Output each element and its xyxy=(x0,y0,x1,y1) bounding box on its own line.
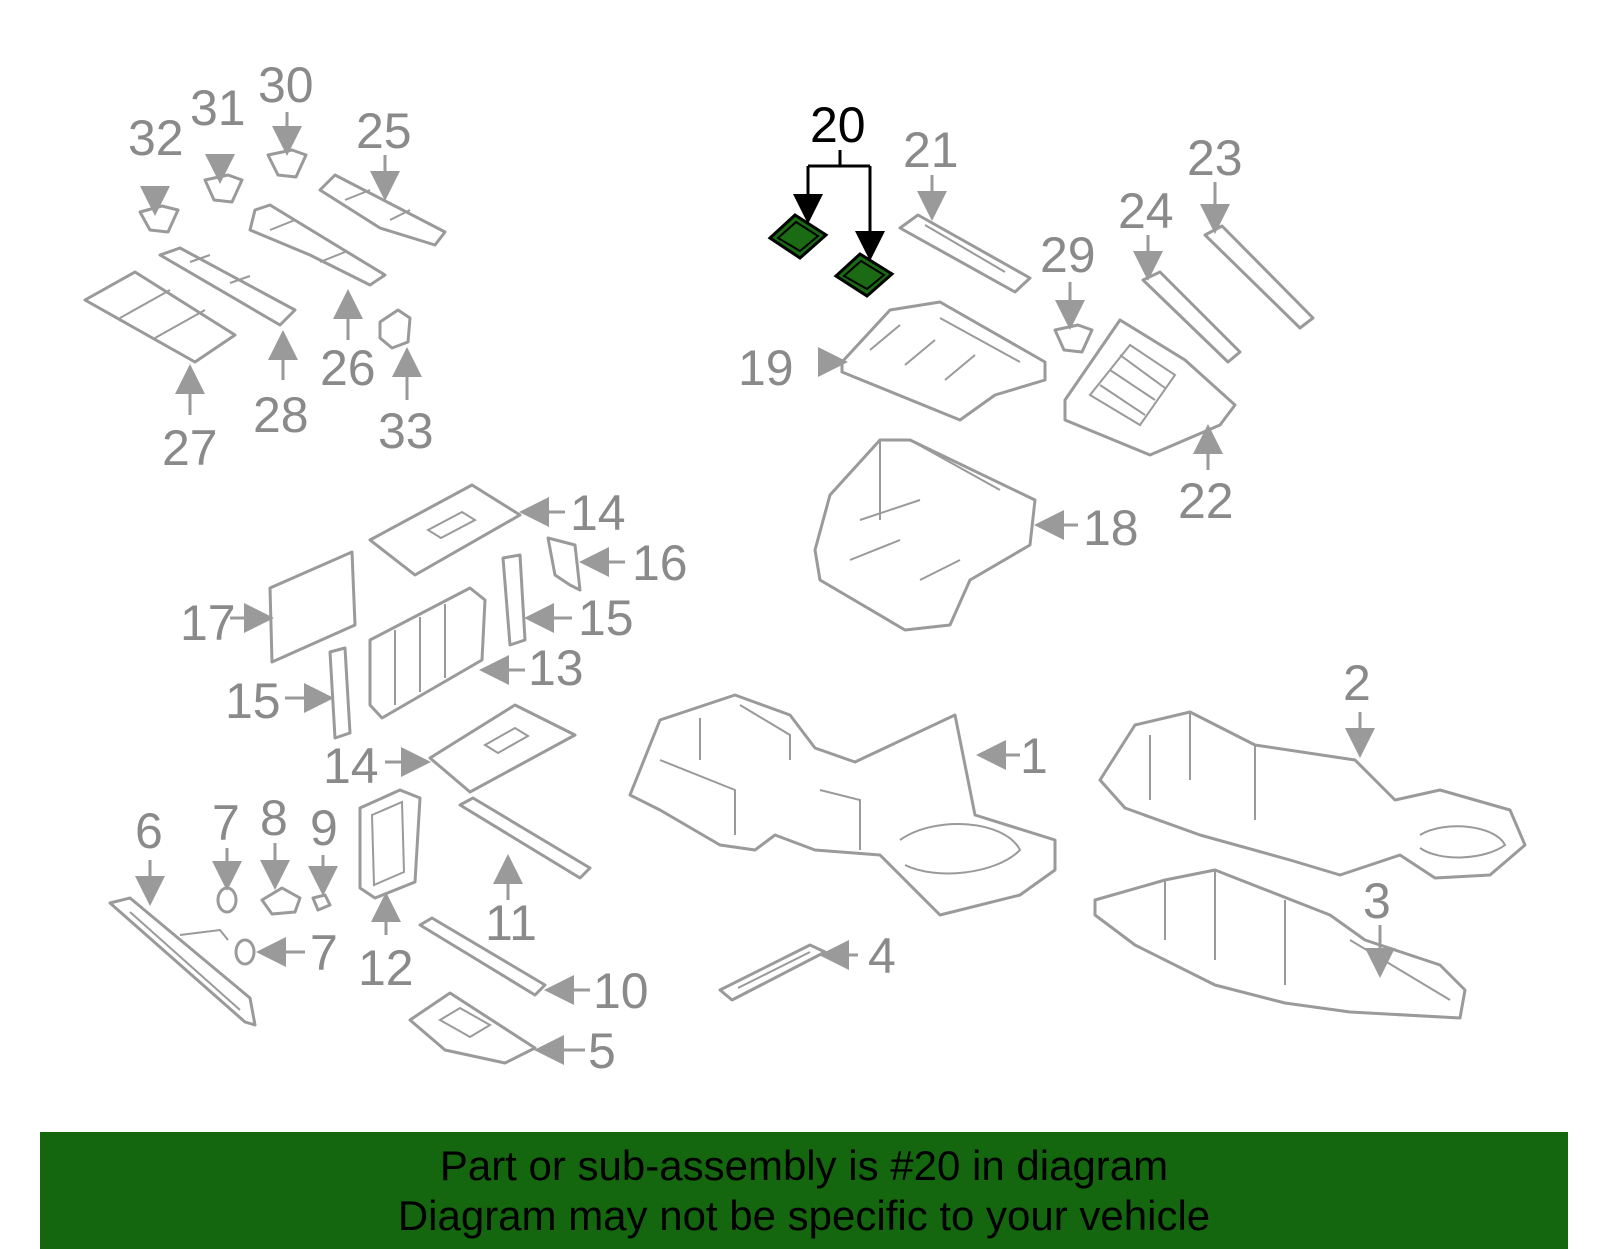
callout-23: 23 xyxy=(1187,130,1243,186)
callout-4: 4 xyxy=(868,928,896,984)
part-16-bracket[interactable] xyxy=(546,536,582,592)
callout-20: 20 xyxy=(810,97,866,153)
callout-5: 5 xyxy=(588,1023,616,1079)
leader-20 xyxy=(793,150,885,261)
part-13-heater-core[interactable] xyxy=(368,586,487,720)
part-31-clip[interactable] xyxy=(203,173,244,204)
callout-8: 8 xyxy=(260,790,288,846)
callout-1: 1 xyxy=(1020,728,1048,784)
part-18-heater-case[interactable] xyxy=(813,438,1037,632)
part-19-upper-housing[interactable] xyxy=(840,300,1047,422)
callout-14-upper: 14 xyxy=(570,485,626,541)
info-banner: Part or sub-assembly is #20 in diagram D… xyxy=(40,1132,1568,1249)
part-6-actuator-linkage[interactable] xyxy=(108,896,257,1027)
callout-12: 12 xyxy=(358,940,414,996)
part-11-foam-strip[interactable] xyxy=(458,796,592,880)
callout-10: 10 xyxy=(593,963,649,1019)
callout-33: 33 xyxy=(378,403,434,459)
part-29-clip[interactable] xyxy=(1053,323,1094,354)
callout-25: 25 xyxy=(356,103,412,159)
callout-13: 13 xyxy=(528,640,584,696)
part-15-seal-right[interactable] xyxy=(501,553,527,647)
callout-2: 2 xyxy=(1343,655,1371,711)
part-20-seal-left[interactable] xyxy=(767,213,829,260)
banner-line-1: Part or sub-assembly is #20 in diagram xyxy=(439,1141,1169,1189)
part-4-seal-strip[interactable] xyxy=(718,943,827,1002)
callout-16: 16 xyxy=(632,535,688,591)
part-20-seal-right[interactable] xyxy=(833,252,895,298)
callout-19: 19 xyxy=(738,340,794,396)
callout-27: 27 xyxy=(162,420,218,476)
callout-11: 11 xyxy=(485,895,537,951)
part-14-lower-plate[interactable] xyxy=(428,703,577,794)
part-2-hvac-case-rear[interactable] xyxy=(1098,710,1527,880)
part-32-clip[interactable] xyxy=(138,204,180,234)
part-15-seal-left[interactable] xyxy=(328,646,352,740)
part-22-filter-housing[interactable] xyxy=(1063,318,1237,457)
part-26-filter-panel[interactable] xyxy=(248,203,387,287)
callout-7-upper: 7 xyxy=(212,795,240,851)
part-5-duct-seal[interactable] xyxy=(408,991,537,1065)
part-28-filter-frame[interactable] xyxy=(158,246,297,327)
callout-15-left: 15 xyxy=(225,673,281,729)
callout-29: 29 xyxy=(1040,227,1096,283)
callout-18: 18 xyxy=(1083,500,1139,556)
part-9-plug[interactable] xyxy=(311,893,332,912)
callout-9: 9 xyxy=(310,800,338,856)
part-3-lower-duct[interactable] xyxy=(1093,868,1467,1020)
part-25-filter-panel[interactable] xyxy=(318,173,447,247)
part-33-bracket[interactable] xyxy=(378,308,412,350)
callout-6: 6 xyxy=(135,803,163,859)
callout-3: 3 xyxy=(1363,873,1391,929)
callout-21: 21 xyxy=(903,122,959,178)
part-7-grommet-lower[interactable] xyxy=(234,938,256,966)
callout-22: 22 xyxy=(1178,473,1234,529)
callout-30: 30 xyxy=(258,57,314,113)
callout-28: 28 xyxy=(253,387,309,443)
part-17-cover-plate[interactable] xyxy=(268,550,357,664)
part-30-clip[interactable] xyxy=(266,148,308,179)
leader-lines xyxy=(135,112,1395,1065)
part-14-upper-plate[interactable] xyxy=(368,483,522,577)
callout-17: 17 xyxy=(180,595,236,651)
part-27-cabin-filter-tray[interactable] xyxy=(83,270,237,364)
part-23-filter[interactable] xyxy=(1203,224,1315,330)
callout-31: 31 xyxy=(190,80,246,136)
callout-15-right: 15 xyxy=(578,590,634,646)
callout-24: 24 xyxy=(1118,183,1174,239)
callout-26: 26 xyxy=(320,340,376,396)
part-7-grommet-upper[interactable] xyxy=(216,886,238,914)
callout-7-lower: 7 xyxy=(310,925,338,981)
callout-labels: 1 2 3 4 5 6 7 7 8 9 10 11 12 13 14 14 15… xyxy=(128,57,1391,1079)
callout-32: 32 xyxy=(128,110,184,166)
banner-line-2: Diagram may not be specific to your vehi… xyxy=(397,1191,1211,1239)
part-8-clip[interactable] xyxy=(260,886,302,916)
part-21-seal-strip[interactable] xyxy=(898,213,1032,294)
part-12-gasket[interactable] xyxy=(358,788,422,900)
callout-14-lower: 14 xyxy=(323,738,379,794)
part-1-hvac-case[interactable] xyxy=(628,693,1057,917)
